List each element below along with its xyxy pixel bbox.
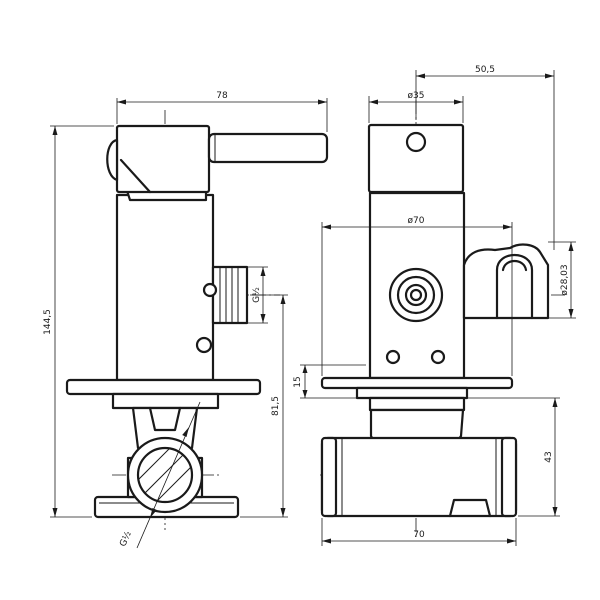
front-lever-bore — [405, 131, 427, 153]
dim-side-width: 78 — [116, 91, 328, 132]
dim-side-total-height: 144,5 — [43, 125, 114, 518]
side-lever — [207, 132, 329, 164]
side-handle-chamfer — [119, 158, 152, 194]
side-valve-body — [115, 193, 215, 382]
dim-front-plate-thickness: 15 — [293, 364, 366, 399]
front-handle-hub — [367, 123, 465, 194]
front-inlet-left-end — [320, 436, 338, 518]
dim-side-outlet-thread: G½ — [247, 266, 268, 324]
dim-side-width-label: 78 — [216, 91, 228, 101]
side-wall-plate — [65, 378, 262, 396]
front-screw-right — [430, 349, 446, 365]
front-stem-collar — [355, 386, 469, 400]
side-inlet-pipe-inner — [136, 446, 194, 504]
front-screw-left — [385, 349, 401, 365]
dim-front-holder-diameter-label: ø28,03 — [560, 264, 570, 295]
front-wall-plate — [320, 376, 514, 390]
dim-front-body-diameter: ø35 — [368, 91, 464, 123]
side-outlet-thread — [211, 265, 249, 325]
dim-front-base-height: 43 — [464, 397, 560, 517]
front-view: 50,5 ø35 ø70 ø28,03 — [293, 65, 576, 546]
front-holder-fork — [495, 254, 534, 320]
dim-front-base-width-label: 70 — [413, 530, 425, 540]
side-stem-notch — [148, 406, 182, 432]
side-stem-collar — [111, 392, 220, 410]
front-holder-fork-inner — [501, 259, 528, 272]
dim-front-plate-thickness-label: 15 — [293, 376, 303, 387]
dim-front-base-width: 70 — [321, 518, 517, 546]
front-base-foot — [448, 498, 492, 518]
dim-side-outlet-height: 81,5 — [240, 294, 288, 518]
side-outlet-thread-ridges — [219, 267, 239, 323]
dim-side-outlet-height-label: 81,5 — [271, 396, 281, 416]
dim-side-outlet-thread-label: G½ — [252, 287, 262, 303]
dim-side-total-height-label: 144,5 — [43, 309, 53, 335]
dim-front-holder-offset: 50,5 — [415, 65, 555, 250]
side-handle-hub — [115, 124, 211, 194]
side-stem — [131, 406, 199, 450]
dim-front-plate-diameter: ø70 — [321, 216, 513, 376]
front-stem-flange — [368, 396, 466, 412]
dim-front-body-diameter-label: ø35 — [408, 91, 425, 101]
side-outlet-plug-lower — [195, 336, 213, 354]
front-diverter-hole — [409, 288, 423, 302]
side-handle-cap — [106, 138, 119, 182]
dim-front-base-height-label: 43 — [544, 451, 554, 462]
side-outlet-plug-upper — [202, 282, 218, 298]
front-inlet-right-end — [500, 436, 518, 518]
dim-front-plate-diameter-label: ø70 — [408, 216, 425, 226]
side-view: 78 144,5 81,5 G½ — [43, 91, 329, 549]
dim-side-inlet-thread-label: G½ — [118, 530, 134, 549]
dim-front-holder-offset-label: 50,5 — [475, 65, 495, 75]
dim-front-holder-diameter: ø28,03 — [548, 241, 576, 319]
